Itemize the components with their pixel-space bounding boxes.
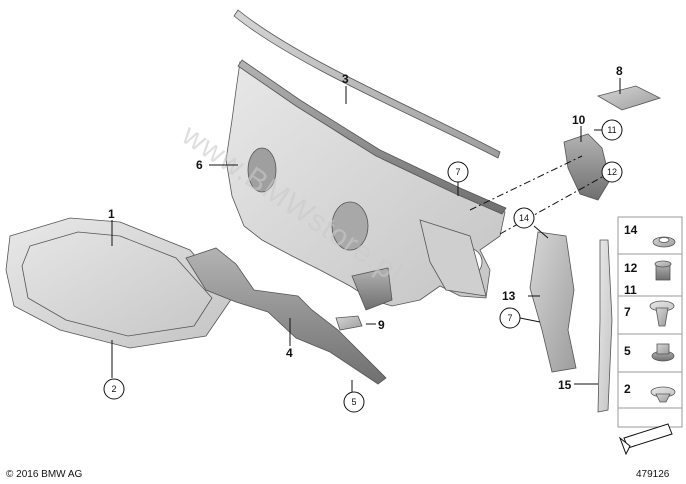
svg-text:11: 11 (607, 125, 616, 135)
legend-label-7: 7 (624, 305, 631, 319)
part-8-pad (596, 85, 662, 111)
fastener-5-nut (651, 343, 675, 362)
svg-text:7: 7 (455, 167, 460, 177)
fastener-7-push-rivet (649, 300, 675, 327)
callout-7a: 7 (447, 161, 469, 183)
callout-15: 15 (558, 378, 572, 392)
copyright-text: © 2016 BMW AG (6, 469, 83, 480)
fastener-14-clip (652, 236, 676, 248)
callout-4: 4 (286, 346, 293, 360)
part-9-clip (335, 315, 363, 331)
callout-7b: 7 (499, 307, 521, 329)
part-3-seal-strip (233, 9, 501, 159)
circled-callouts: 2 5 7 7 11 12 14 (103, 119, 623, 413)
callout-1: 1 (108, 207, 115, 221)
callout-8: 8 (616, 64, 623, 78)
bulkhead-panel-right (419, 219, 487, 297)
svg-text:2: 2 (111, 384, 116, 394)
bulkhead-duct (351, 267, 393, 311)
part-13-side-bracket (529, 231, 577, 373)
legend-label-14: 14 (624, 223, 638, 237)
direction-arrow-icon (618, 423, 673, 456)
callout-2: 2 (103, 378, 125, 400)
fastener-2-clip (650, 386, 676, 403)
callout-12: 12 (601, 161, 623, 183)
callout-11: 11 (601, 119, 623, 141)
legend-label-11: 11 (624, 283, 637, 297)
part-10-mesh-insert (563, 133, 611, 201)
legend-label-5: 5 (624, 344, 631, 358)
callout-9: 9 (378, 318, 385, 332)
svg-text:5: 5 (351, 397, 356, 407)
diagram-number: 479126 (636, 469, 670, 480)
callout-13: 13 (502, 289, 516, 303)
bulkhead-opening-center (331, 201, 369, 251)
svg-text:14: 14 (519, 213, 529, 223)
part-1-inner-contour (21, 231, 213, 337)
callout-3: 3 (342, 72, 349, 86)
callout-5: 5 (343, 391, 365, 413)
legend-label-12: 12 (624, 261, 638, 275)
callout-14: 14 (513, 207, 535, 229)
callout-numbers: 1 3 4 6 8 9 10 13 15 (108, 64, 623, 392)
callout-6: 6 (196, 158, 203, 172)
part-6-top-rim (237, 59, 507, 215)
part-1-insulation-panel (5, 217, 233, 349)
fastener-12-11-nut (654, 260, 672, 281)
part-4-center-insulation (185, 247, 387, 385)
fastener-legend: 14 12 11 7 5 2 (617, 216, 683, 456)
svg-text:12: 12 (607, 167, 617, 177)
callout-10: 10 (572, 113, 586, 127)
legend-label-2: 2 (624, 382, 631, 396)
svg-text:7: 7 (507, 313, 512, 323)
part-15-strip (597, 239, 613, 413)
bulkhead-opening-left (247, 147, 277, 193)
